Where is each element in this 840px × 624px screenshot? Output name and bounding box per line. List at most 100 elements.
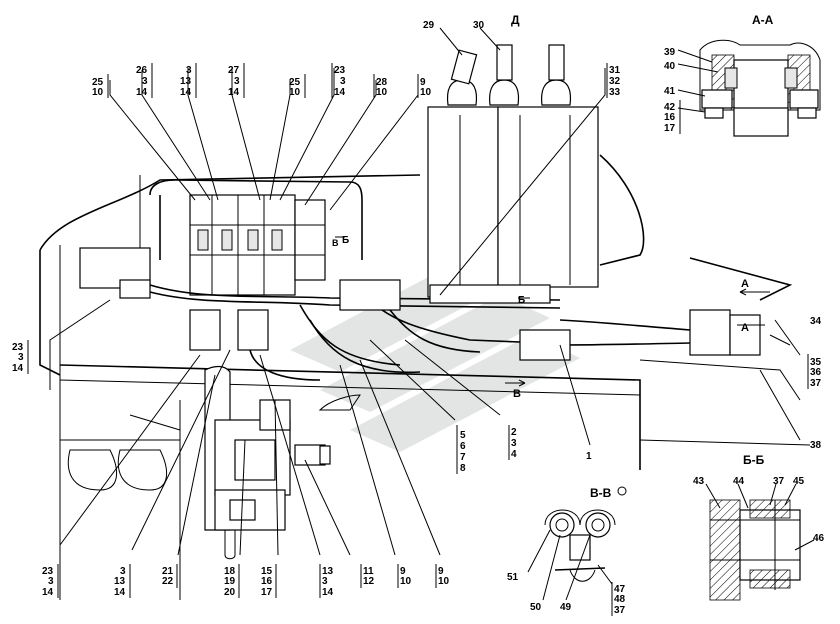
callout-group-25b: 25 10 xyxy=(289,74,306,98)
callout-38: 38 xyxy=(810,440,822,451)
callout-9b-1: 9 xyxy=(400,566,406,577)
callout-23b-2: 3 xyxy=(18,352,24,363)
callout-group-3a: 3 13 14 xyxy=(180,63,197,98)
callout-3b-2: 13 xyxy=(114,576,126,587)
callout-18-2: 19 xyxy=(224,576,236,587)
callout-26-3: 14 xyxy=(136,87,148,98)
callout-15-3: 17 xyxy=(261,587,273,598)
callout-23a-1: 23 xyxy=(334,65,346,76)
callout-23c-3: 14 xyxy=(42,587,54,598)
callout-41: 41 xyxy=(664,86,676,97)
callout-23b-3: 14 xyxy=(12,363,24,374)
callout-group-9b: 9 10 xyxy=(397,564,412,588)
pump-assembly xyxy=(204,365,331,560)
callout-9b-2: 10 xyxy=(400,576,412,587)
section-titles: Д А-А Б-Б В-В А А Б Б В В xyxy=(332,13,774,500)
callout-group-27: 27 3 14 xyxy=(228,63,245,98)
callout-group-28: 28 10 xyxy=(373,74,388,98)
callout-group-18: 18 19 20 xyxy=(224,564,240,598)
callout-group-15: 15 16 17 xyxy=(261,564,277,598)
callout-group-35: 35 36 37 xyxy=(807,354,822,389)
callout-group-13: 13 3 14 xyxy=(319,564,334,598)
view-d-title: Д xyxy=(511,13,520,27)
callout-group-23c: 23 3 14 xyxy=(42,564,59,598)
callout-group-5: 5 6 7 8 xyxy=(456,425,466,474)
section-mark-a1: А xyxy=(741,278,749,290)
callout-18-1: 18 xyxy=(224,566,236,577)
callout-5-2: 6 xyxy=(460,441,466,452)
callout-28-2: 10 xyxy=(376,87,388,98)
callout-13-2: 3 xyxy=(322,576,328,587)
callout-46: 46 xyxy=(813,533,825,544)
section-mark-a2: А xyxy=(741,322,749,334)
callout-15-1: 15 xyxy=(261,566,273,577)
section-vv-title: В-В xyxy=(590,486,612,500)
callout-group-31: 31 32 33 xyxy=(606,63,621,98)
callout-45: 45 xyxy=(793,476,805,487)
callout-27-1: 27 xyxy=(228,65,240,76)
callout-47-3: 37 xyxy=(614,605,626,616)
callout-13-1: 13 xyxy=(322,566,334,577)
callout-44: 44 xyxy=(733,476,745,487)
callout-5-3: 7 xyxy=(460,452,466,463)
callout-group-25a: 25 10 xyxy=(92,74,109,98)
callout-42-3: 17 xyxy=(664,123,676,134)
callout-9a-2: 10 xyxy=(420,87,432,98)
callout-group-42: 42 16 17 xyxy=(664,100,681,134)
callout-23a-3: 14 xyxy=(334,87,346,98)
callout-11-2: 12 xyxy=(363,576,375,587)
callout-3b-1: 3 xyxy=(120,566,126,577)
callout-25b-1: 25 xyxy=(289,77,301,88)
callout-25a-2: 10 xyxy=(92,87,104,98)
callout-26-1: 26 xyxy=(136,65,148,76)
callout-47-1: 47 xyxy=(614,584,626,595)
callout-25a-1: 25 xyxy=(92,77,104,88)
callout-23b-1: 23 xyxy=(12,342,24,353)
section-mark-v1: В xyxy=(513,388,521,400)
callout-21-2: 22 xyxy=(162,576,174,587)
callout-47-2: 48 xyxy=(614,594,626,605)
section-mark-b2: Б xyxy=(518,295,525,306)
callout-23c-2: 3 xyxy=(48,576,54,587)
section-mark-b1: Б xyxy=(342,235,349,246)
callout-group-9a: 9 10 xyxy=(417,74,432,98)
callout-43: 43 xyxy=(693,476,705,487)
callout-group-47: 47 48 37 xyxy=(611,582,626,616)
callout-group-23b: 23 3 14 xyxy=(12,340,29,374)
callout-labels: 29 30 39 40 41 34 38 1 43 44 37 45 46 51… xyxy=(423,20,825,613)
callout-5-4: 8 xyxy=(460,463,466,474)
stacked-callouts: 25 10 26 3 14 3 13 14 27 3 14 25 10 2 xyxy=(12,63,822,616)
callout-1: 1 xyxy=(586,451,592,462)
callout-35-1: 35 xyxy=(810,357,822,368)
callout-35-2: 36 xyxy=(810,367,822,378)
callout-3a-2: 13 xyxy=(180,76,192,87)
callout-29: 29 xyxy=(423,20,435,31)
section-bb-detail xyxy=(709,499,801,601)
callout-3a-1: 3 xyxy=(186,65,192,76)
callout-3b-3: 14 xyxy=(114,587,126,598)
callout-9c-1: 9 xyxy=(438,566,444,577)
callout-27-3: 14 xyxy=(228,87,240,98)
callout-13-3: 14 xyxy=(322,587,334,598)
callout-9c-2: 10 xyxy=(438,576,450,587)
callout-34: 34 xyxy=(810,316,822,327)
callout-group-2: 2 3 4 xyxy=(508,425,517,460)
hydraulic-hoses xyxy=(149,279,761,381)
callout-51: 51 xyxy=(507,572,519,583)
callout-3a-3: 14 xyxy=(180,87,192,98)
callout-31-1: 31 xyxy=(609,65,621,76)
callout-42-2: 16 xyxy=(664,112,676,123)
callout-25b-2: 10 xyxy=(289,87,301,98)
callout-26-2: 3 xyxy=(142,76,148,87)
callout-2-1: 2 xyxy=(511,427,517,438)
callout-group-26: 26 3 14 xyxy=(136,63,153,98)
callout-group-23a: 23 3 14 xyxy=(331,63,346,98)
section-cut-arrows xyxy=(335,236,770,387)
section-aa-detail xyxy=(699,39,821,137)
callout-9a-1: 9 xyxy=(420,77,426,88)
callout-28-1: 28 xyxy=(376,77,388,88)
callout-49: 49 xyxy=(560,602,572,613)
callout-11-1: 11 xyxy=(363,566,374,577)
callout-2-2: 3 xyxy=(511,438,517,449)
